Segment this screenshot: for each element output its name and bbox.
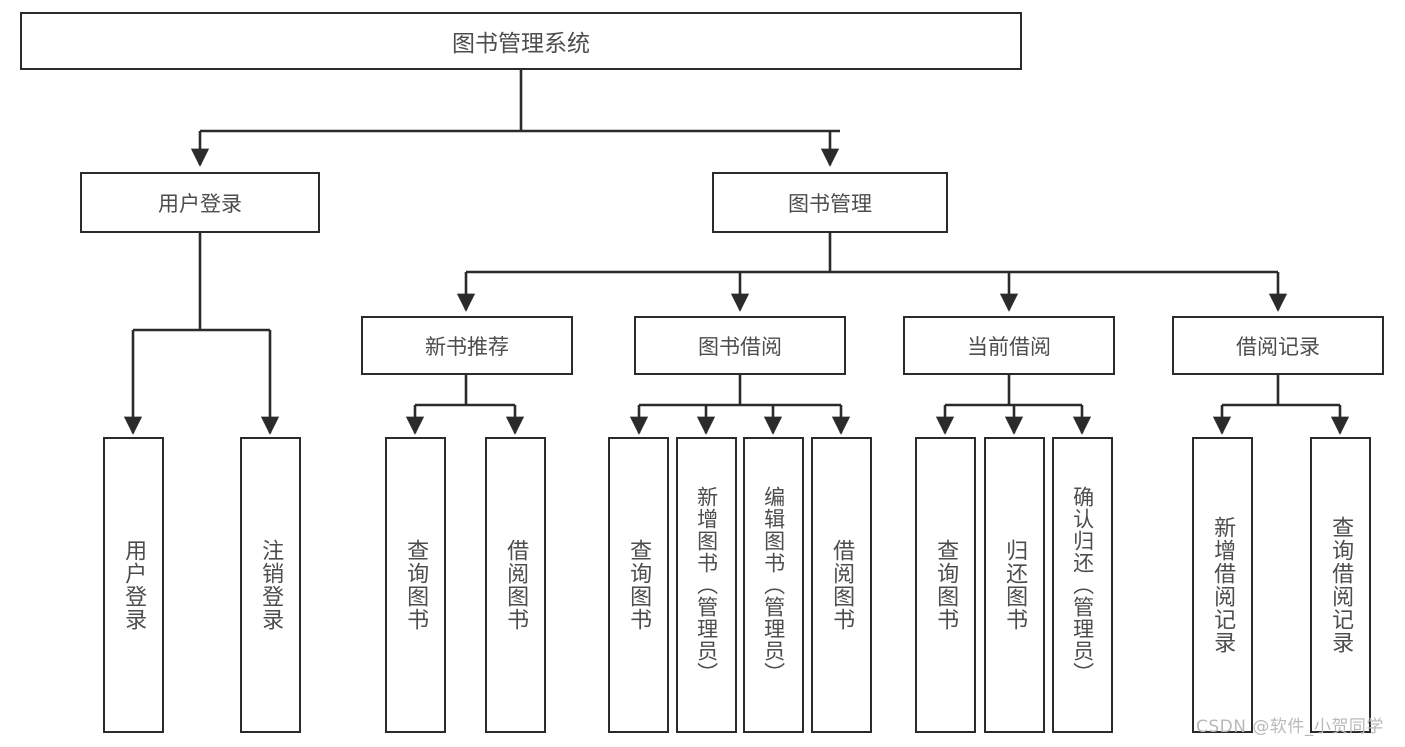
leaf-user-login[interactable]: 用户登录 <box>103 437 164 733</box>
node-current-borrowing[interactable]: 当前借阅 <box>903 316 1115 375</box>
leaf-confirm-return-admin[interactable]: 确认归还（管理员） <box>1052 437 1113 733</box>
leaf-query-book-new-rec[interactable]: 查询图书 <box>385 437 446 733</box>
leaf-borrow-book-new-rec[interactable]: 借阅图书 <box>485 437 546 733</box>
csdn-watermark: CSDN @软件_小贺同学 <box>1196 717 1384 737</box>
leaf-borrow-book[interactable]: 借阅图书 <box>811 437 872 733</box>
leaf-logout[interactable]: 注销登录 <box>240 437 301 733</box>
leaf-add-borrow-record[interactable]: 新增借阅记录 <box>1192 437 1253 733</box>
leaf-add-book-admin[interactable]: 新增图书（管理员） <box>676 437 737 733</box>
leaf-query-borrow-record[interactable]: 查询借阅记录 <box>1310 437 1371 733</box>
node-book-borrowing[interactable]: 图书借阅 <box>634 316 846 375</box>
node-root-library-system[interactable]: 图书管理系统 <box>20 12 1022 70</box>
node-book-management[interactable]: 图书管理 <box>712 172 948 233</box>
node-new-book-recommendation[interactable]: 新书推荐 <box>361 316 573 375</box>
node-borrowing-record[interactable]: 借阅记录 <box>1172 316 1384 375</box>
leaf-query-book-borrow[interactable]: 查询图书 <box>608 437 669 733</box>
leaf-edit-book-admin[interactable]: 编辑图书（管理员） <box>743 437 804 733</box>
leaf-return-book[interactable]: 归还图书 <box>984 437 1045 733</box>
leaf-query-book-current[interactable]: 查询图书 <box>915 437 976 733</box>
node-user-login[interactable]: 用户登录 <box>80 172 320 233</box>
